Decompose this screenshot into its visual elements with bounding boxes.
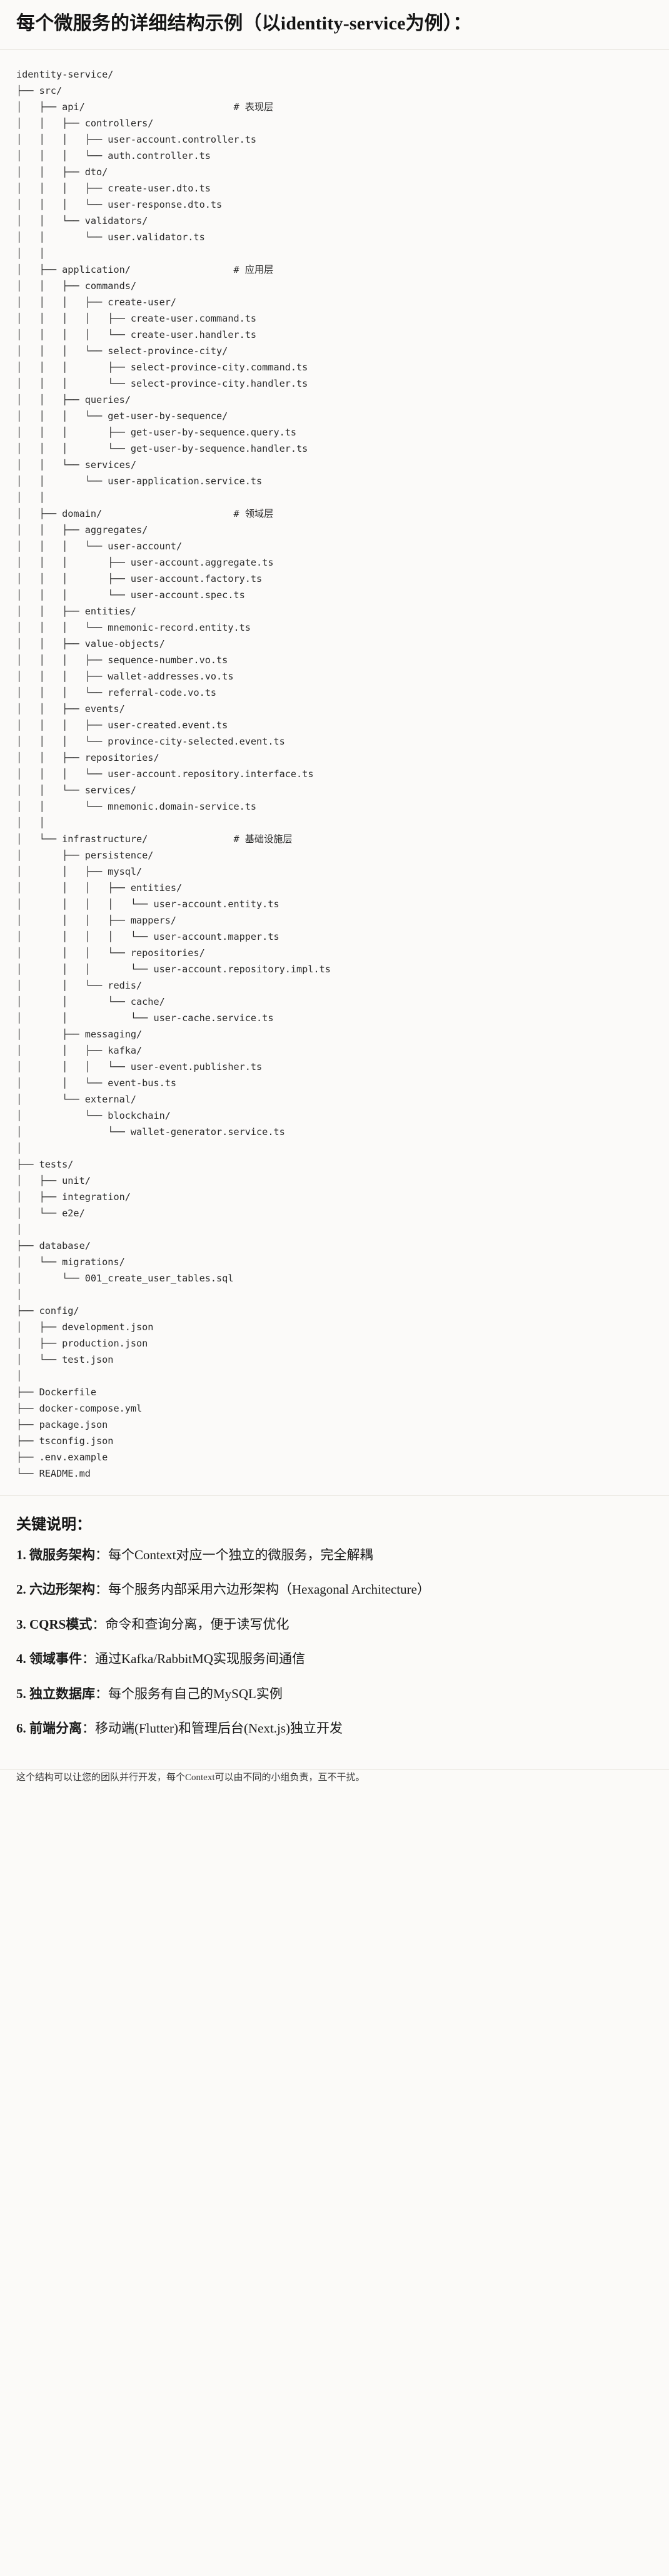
note-desc: 移动端(Flutter)和管理后台(Next.js)独立开发 (95, 1721, 343, 1736)
note-item: 3. CQRS模式：命令和查询分离，便于读写优化 (16, 1614, 653, 1636)
note-item: 4. 领域事件：通过Kafka/RabbitMQ实现服务间通信 (16, 1649, 653, 1670)
note-separator: ： (92, 1616, 106, 1632)
closing-note: 这个结构可以让您的团队并行开发，每个Context可以由不同的小组负责，互不干扰… (16, 1773, 365, 1783)
key-notes-title: 关键说明： (16, 1516, 91, 1533)
note-desc: 命令和查询分离，便于读写优化 (105, 1616, 289, 1632)
note-separator: ： (82, 1651, 95, 1667)
note-name: 六边形架构 (29, 1582, 95, 1597)
note-name: CQRS模式 (29, 1616, 93, 1632)
note-index: 5. (16, 1686, 26, 1701)
note-desc: 每个Context对应一个独立的微服务，完全解耦 (108, 1547, 373, 1562)
note-index: 1. (16, 1547, 26, 1562)
note-item: 6. 前端分离：移动端(Flutter)和管理后台(Next.js)独立开发 (16, 1718, 653, 1739)
note-item: 2. 六边形架构：每个服务内部采用六边形架构（Hexagonal Archite… (16, 1579, 653, 1601)
note-desc: 每个服务内部采用六边形架构（Hexagonal Architecture） (108, 1582, 430, 1597)
note-index: 6. (16, 1721, 26, 1736)
note-item: 1. 微服务架构：每个Context对应一个独立的微服务，完全解耦 (16, 1545, 653, 1566)
note-name: 前端分离 (29, 1721, 82, 1736)
note-separator: ： (95, 1686, 108, 1701)
note-index: 4. (16, 1651, 26, 1667)
note-name: 独立数据库 (29, 1686, 95, 1701)
note-desc: 通过Kafka/RabbitMQ实现服务间通信 (95, 1651, 305, 1667)
directory-tree-code-block: identity-service/ ├── src/ │ ├── api/ # … (0, 49, 669, 1495)
note-item: 5. 独立数据库：每个服务有自己的MySQL实例 (16, 1684, 653, 1705)
note-separator: ： (95, 1582, 108, 1597)
key-notes-section: 关键说明： 1. 微服务架构：每个Context对应一个独立的微服务，完全解耦 … (0, 1496, 669, 1770)
key-notes-list: 1. 微服务架构：每个Context对应一个独立的微服务，完全解耦 2. 六边形… (16, 1545, 653, 1740)
note-name: 微服务架构 (29, 1547, 95, 1562)
closing-divider (0, 1769, 669, 1771)
note-name: 领域事件 (29, 1651, 82, 1667)
header-divider (0, 49, 669, 50)
notes-divider (0, 1495, 669, 1496)
page-title: 每个微服务的详细结构示例（以identity-service为例）： (16, 13, 472, 34)
document-page: 每个微服务的详细结构示例（以identity-service为例）： ident… (0, 13, 669, 1783)
note-separator: ： (82, 1721, 95, 1736)
directory-tree: identity-service/ ├── src/ │ ├── api/ # … (16, 68, 331, 1479)
note-index: 3. (16, 1616, 26, 1632)
note-index: 2. (16, 1582, 26, 1597)
note-desc: 每个服务有自己的MySQL实例 (108, 1686, 283, 1701)
note-separator: ： (95, 1547, 108, 1562)
